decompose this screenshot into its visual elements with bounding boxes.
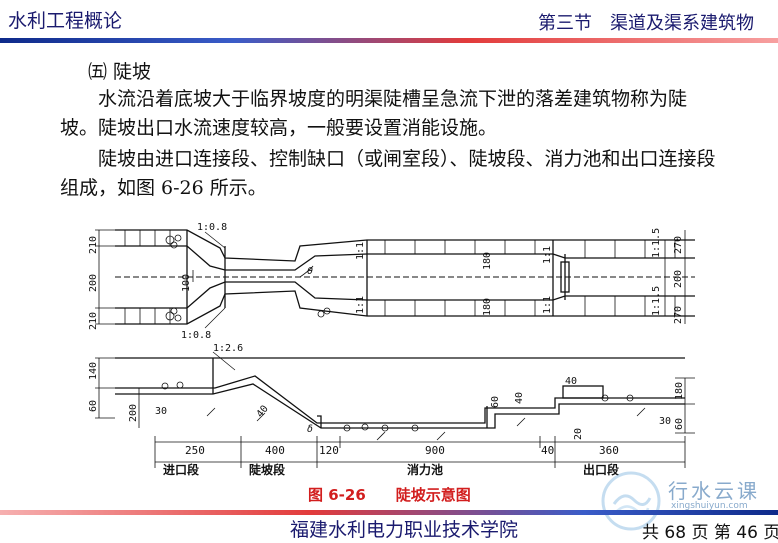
plan-outlet-bottom2: 1:1.5	[651, 286, 662, 316]
course-title: 水利工程概论	[8, 10, 123, 32]
plan-inner-width: 100	[181, 274, 192, 292]
profile-right-dim-2: 60	[674, 418, 685, 430]
profile-pool-depth: 60	[490, 396, 501, 408]
plan-slope-pool-bottom: 1:1	[355, 296, 366, 314]
plan-slope-pool-top: 1:1	[355, 242, 366, 260]
watermark-url: xingshuiyun.com	[671, 501, 748, 511]
dim-chute: 400	[265, 444, 285, 457]
section-title: 第三节 渠道及渠系建筑物	[538, 13, 754, 34]
dim-basin: 900	[425, 444, 445, 457]
profile-end-sill: 40	[565, 376, 577, 387]
profile-lining	[115, 383, 685, 429]
plan-slope-bottom-label: 1:0.8	[181, 330, 211, 341]
footer-divider	[0, 510, 778, 515]
plan-boundary-top	[115, 229, 695, 262]
profile-pool-wall: 40	[514, 392, 525, 404]
profile-inlet-sill: 30	[155, 406, 167, 417]
profile-inlet-height: 200	[128, 404, 139, 422]
plan-boundary-bottom	[115, 290, 695, 325]
plan-outlet-bottom: 1:1	[542, 296, 553, 314]
profile-delta: δ	[307, 424, 313, 435]
institution-name: 福建水利电力职业技术学院	[290, 519, 519, 541]
plan-left-dim-2: 200	[88, 274, 99, 292]
profile-outlet-small: 20	[573, 428, 584, 440]
profile-chute-slope: 1:2.6	[213, 343, 243, 354]
segment-outlet: 出口段	[583, 462, 620, 477]
paragraph-composition: 陡坡由进口连接段、控制缺口（或闸室段）、陡坡段、消力池和出口连接段组成，如图 6…	[60, 145, 720, 203]
profile-left-dim-1: 140	[88, 362, 99, 380]
dim-sill: 40	[541, 444, 554, 457]
plan-outlet-top: 1:1	[542, 246, 553, 264]
plan-left-dim-3: 210	[88, 312, 99, 330]
segment-basin: 消力池	[407, 462, 443, 477]
profile-left-dim-2: 60	[88, 400, 99, 412]
plan-angle-label: θ	[307, 266, 313, 277]
plan-right-dim-1: 270	[673, 236, 684, 254]
profile-right-dim-1: 180	[674, 382, 685, 400]
plan-slope-top-label: 1:0.8	[197, 222, 227, 233]
segment-inlet: 进口段	[163, 462, 200, 477]
dim-outlet: 360	[599, 444, 619, 457]
profile-bed	[115, 375, 685, 424]
plan-right-dim-3: 270	[673, 306, 684, 324]
subsection-heading: ㈤ 陡坡	[88, 61, 152, 83]
plan-basin-top: 180	[482, 252, 493, 270]
page-indicator: 共 68 页 第 46 页	[642, 523, 778, 543]
plan-left-dim-1: 210	[88, 236, 99, 254]
plan-basin-bottom: 180	[482, 298, 493, 316]
profile-right-sill: 30	[659, 416, 671, 427]
header-divider	[0, 38, 778, 43]
watermark-name: 行水云课	[668, 479, 760, 503]
paragraph-composition-text: 陡坡由进口连接段、控制缺口（或闸室段）、陡坡段、消力池和出口连接段组成，如图 6…	[60, 148, 716, 199]
dim-inlet: 250	[185, 444, 205, 457]
plan-outlet-top2: 1:1.5	[651, 228, 662, 258]
paragraph-definition-text: 水流沿着底坡大于临界坡度的明渠陡槽呈急流下泄的落差建筑物称为陡坡。陡坡出口水流速…	[60, 88, 688, 139]
segment-chute: 陡坡段	[249, 462, 286, 477]
dim-transition: 120	[319, 444, 339, 457]
riprap-stones	[165, 234, 331, 322]
figure-caption: 图 6-26 陡坡示意图	[308, 486, 471, 504]
profile-chute-thickness: 40	[255, 404, 271, 420]
plan-right-dim-2: 200	[673, 270, 684, 288]
chute-diagram: 1:0.8 1:0.8 θ 210 200 210 100 180 180 1:…	[88, 222, 695, 477]
paragraph-definition: 水流沿着底坡大于临界坡度的明渠陡槽呈急流下泄的落差建筑物称为陡坡。陡坡出口水流速…	[60, 85, 720, 143]
